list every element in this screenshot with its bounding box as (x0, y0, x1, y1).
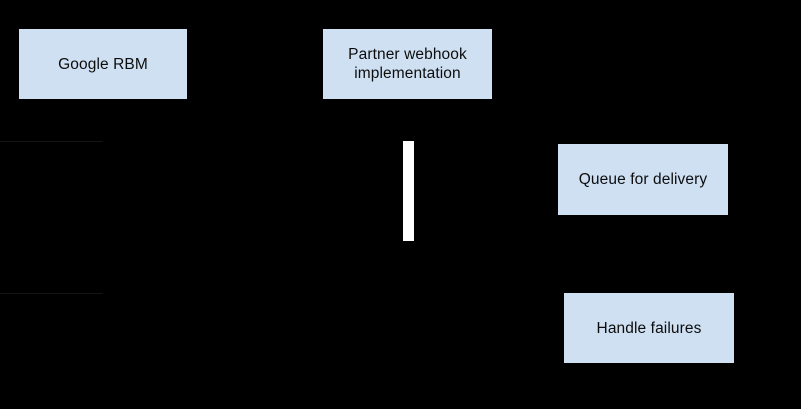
diagram-node-partner-webhook[interactable]: Partner webhook implementation (323, 29, 492, 99)
diagram-node-handle-failures[interactable]: Handle failures (564, 293, 734, 363)
diagram-node-queue-for-delivery[interactable]: Queue for delivery (558, 144, 728, 215)
background-seam-upper (0, 141, 103, 142)
background-seam-lower (0, 293, 103, 294)
diagram-node-label: Queue for delivery (578, 171, 708, 188)
connector-vertical-bar (403, 141, 414, 241)
diagram-node-google-rbm[interactable]: Google RBM (19, 29, 187, 99)
diagram-node-label: Partner webhook implementation (348, 46, 467, 82)
diagram-node-label: Handle failures (596, 319, 702, 337)
diagram-node-label: Google RBM (58, 55, 148, 73)
